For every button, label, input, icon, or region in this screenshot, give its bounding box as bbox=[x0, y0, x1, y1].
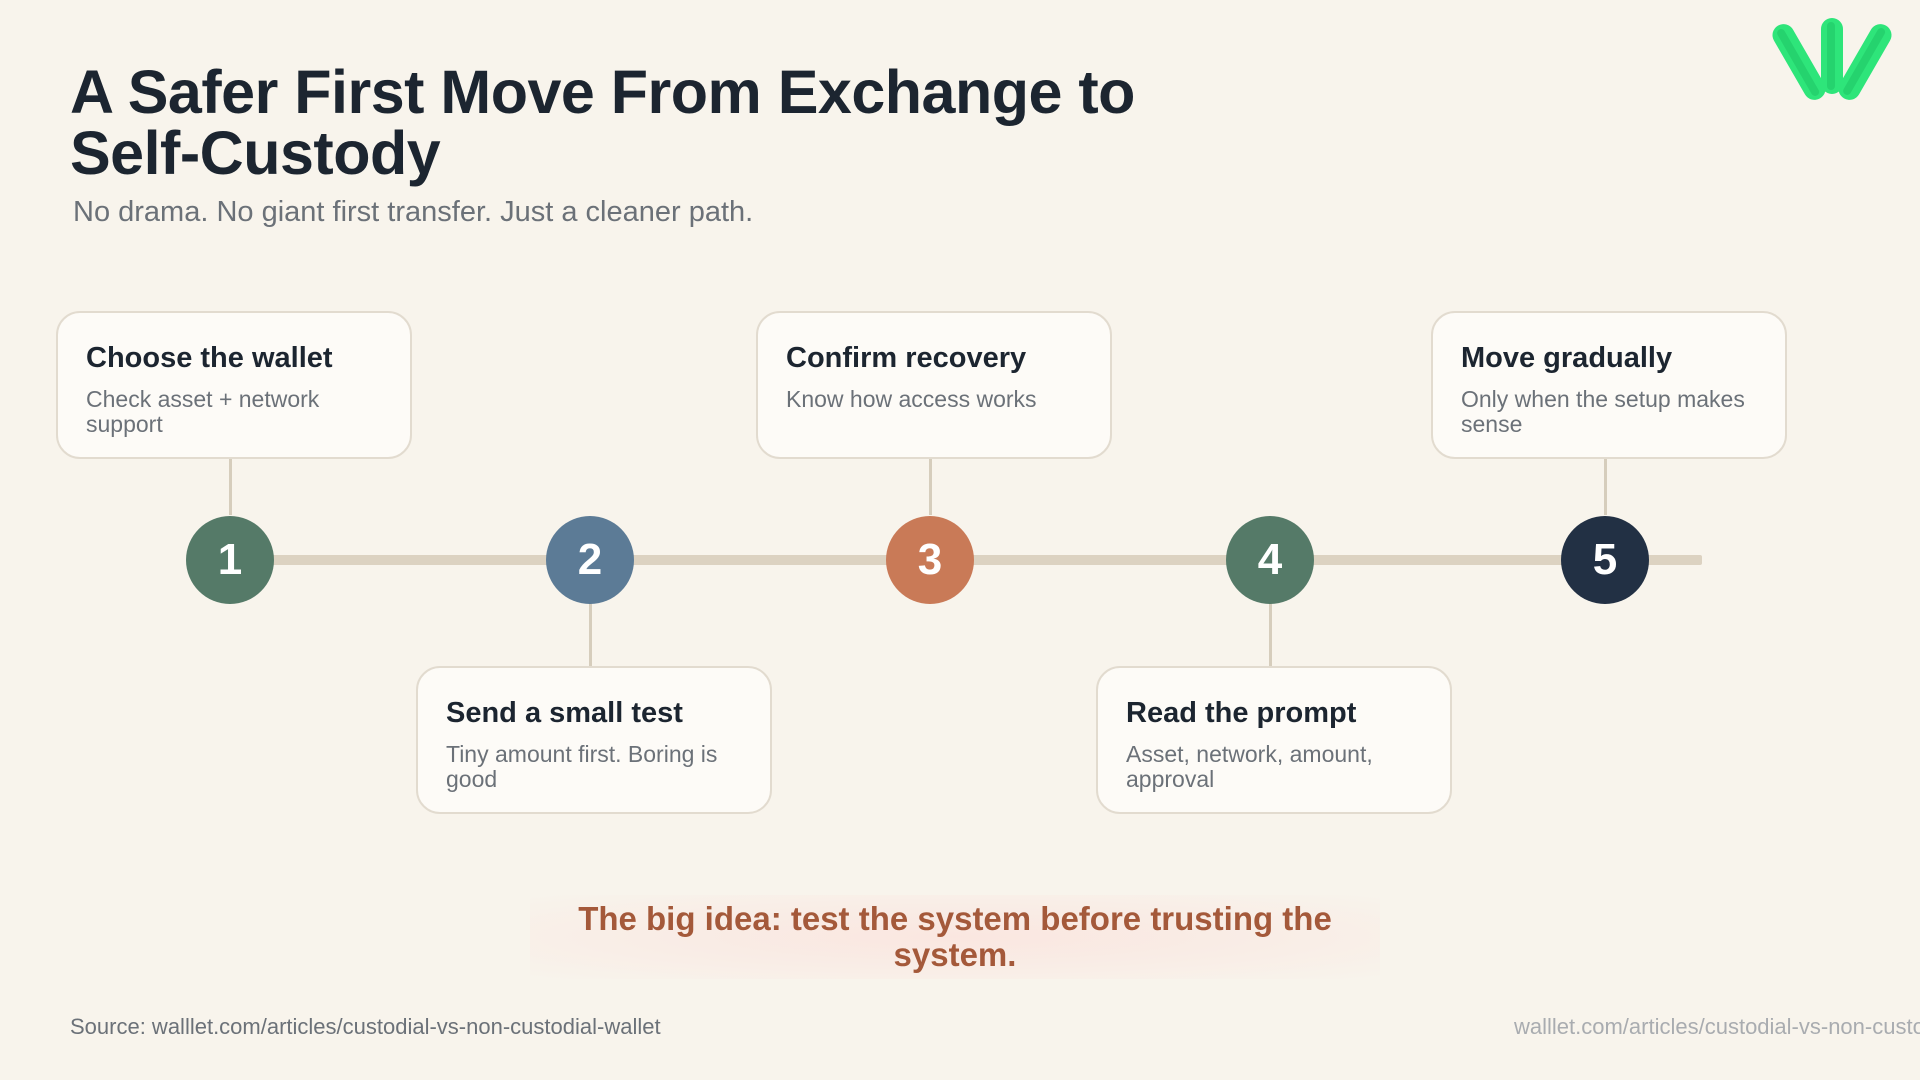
step-card-description: Check asset + network support bbox=[86, 386, 320, 437]
leaf-stripes-logo-icon bbox=[1772, 18, 1892, 100]
step-card-2: Send a small test Tiny amount first. Bor… bbox=[416, 666, 772, 814]
step-card-title: Move gradually bbox=[1461, 342, 1673, 374]
step-card-3: Confirm recovery Know how access works bbox=[756, 311, 1112, 459]
step-node-1: 1 bbox=[186, 516, 274, 604]
step-card-5: Move gradually Only when the setup makes… bbox=[1431, 311, 1787, 459]
connector-3 bbox=[929, 459, 932, 515]
connector-5 bbox=[1604, 459, 1607, 515]
step-card-4: Read the prompt Asset, network, amount, … bbox=[1096, 666, 1452, 814]
page-subtitle: No drama. No giant first transfer. Just … bbox=[73, 196, 754, 228]
step-card-description: Only when the setup makes sense bbox=[1461, 386, 1745, 437]
step-card-title: Confirm recovery bbox=[786, 342, 1027, 374]
step-node-4: 4 bbox=[1226, 516, 1314, 604]
step-card-description: Asset, network, amount, approval bbox=[1126, 741, 1373, 792]
step-node-3: 3 bbox=[886, 516, 974, 604]
step-card-description: Tiny amount first. Boring is good bbox=[446, 741, 718, 792]
connector-2 bbox=[589, 601, 592, 668]
step-card-title: Read the prompt bbox=[1126, 697, 1357, 729]
source-citation: Source: walllet.com/articles/custodial-v… bbox=[70, 1014, 661, 1039]
step-node-5: 5 bbox=[1561, 516, 1649, 604]
connector-1 bbox=[229, 459, 232, 515]
page-title: A Safer First Move From Exchange to Self… bbox=[70, 58, 1135, 187]
step-node-2: 2 bbox=[546, 516, 634, 604]
footer-url: walllet.com/articles/custodial-vs-non-cu… bbox=[1514, 1014, 1920, 1039]
big-idea-callout: The big idea: test the system before tru… bbox=[530, 895, 1380, 979]
step-card-1: Choose the wallet Check asset + network … bbox=[56, 311, 412, 459]
step-card-title: Choose the wallet bbox=[86, 342, 333, 374]
connector-4 bbox=[1269, 601, 1272, 668]
step-card-title: Send a small test bbox=[446, 697, 683, 729]
step-card-description: Know how access works bbox=[786, 386, 1037, 412]
